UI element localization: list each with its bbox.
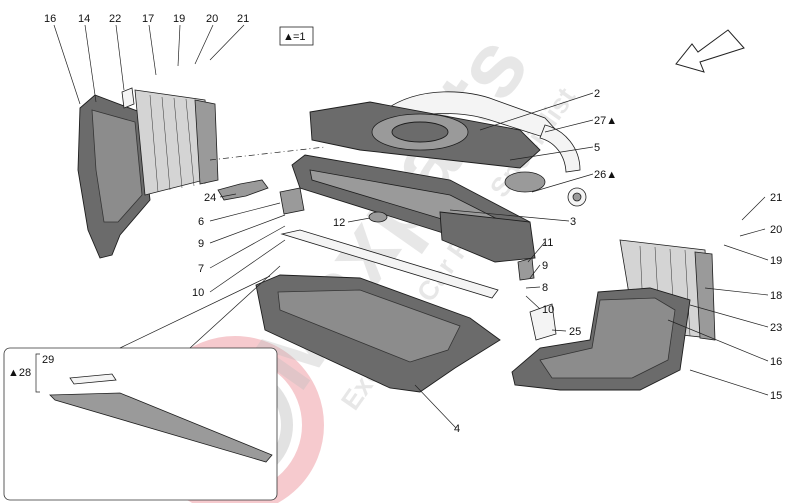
callout-5: 5 bbox=[594, 142, 600, 154]
callout-27: 27▲ bbox=[594, 115, 617, 127]
left-centerline bbox=[209, 146, 326, 161]
callout-10b: 10 bbox=[542, 304, 554, 316]
callout-18: 18 bbox=[770, 290, 782, 302]
legend-symbol: ▲ bbox=[283, 31, 294, 43]
callout-16b: 16 bbox=[770, 356, 782, 368]
left-bracket bbox=[121, 87, 135, 109]
detail-inset bbox=[3, 347, 278, 501]
lower-undertray-4 bbox=[255, 274, 501, 393]
mount-bracket-6 bbox=[279, 187, 305, 215]
callout-24: 24 bbox=[204, 192, 216, 204]
callout-14: 14 bbox=[78, 13, 90, 25]
callout-21: 21 bbox=[237, 13, 249, 25]
mount-11 bbox=[517, 257, 535, 281]
callout-21b: 21 bbox=[770, 192, 782, 204]
callout-2: 2 bbox=[594, 88, 600, 100]
callout-8: 8 bbox=[542, 282, 548, 294]
callout-28: ▲28 bbox=[8, 367, 31, 379]
right-air-duct-15 bbox=[511, 287, 691, 391]
callout-10: 10 bbox=[192, 287, 204, 299]
callout-4: 4 bbox=[454, 423, 460, 435]
callout-29: 29 bbox=[42, 354, 54, 366]
callout-25: 25 bbox=[569, 326, 581, 338]
callout-9: 9 bbox=[198, 238, 204, 250]
leader-lines bbox=[53, 24, 769, 429]
bushing-12 bbox=[368, 211, 388, 223]
bracket-25 bbox=[529, 303, 557, 341]
direction-arrow bbox=[675, 29, 745, 73]
callout-19: 19 bbox=[173, 13, 185, 25]
callout-6: 6 bbox=[198, 216, 204, 228]
callout-19b: 19 bbox=[770, 255, 782, 267]
callout-15: 15 bbox=[770, 390, 782, 402]
callout-7: 7 bbox=[198, 263, 204, 275]
callout-23: 23 bbox=[770, 322, 782, 334]
main-radiator bbox=[291, 154, 536, 263]
left-air-duct bbox=[77, 94, 151, 259]
legend-text: =1 bbox=[293, 31, 306, 43]
callout-12: 12 bbox=[333, 217, 345, 229]
callout-16: 16 bbox=[44, 13, 56, 25]
callout-20b: 20 bbox=[770, 224, 782, 236]
left-radiator bbox=[134, 89, 219, 196]
upper-hose-assembly bbox=[384, 91, 581, 193]
callout-17: 17 bbox=[142, 13, 154, 25]
callout-20: 20 bbox=[206, 13, 218, 25]
fan-shroud bbox=[309, 101, 541, 169]
callout-11: 11 bbox=[542, 237, 553, 249]
clip-26 bbox=[567, 187, 587, 207]
callout-labels: 16 14 22 17 19 20 21 2 27▲ 5 26▲ 3 24 6 … bbox=[8, 13, 782, 435]
callout-3: 3 bbox=[570, 216, 576, 228]
callout-9b: 9 bbox=[542, 260, 548, 272]
left-coolant-pipe bbox=[217, 179, 269, 201]
callout-26: 26▲ bbox=[594, 169, 617, 181]
callout-22: 22 bbox=[109, 13, 121, 25]
legend-box: ▲ =1 bbox=[279, 26, 314, 46]
seal-strip-7 bbox=[280, 229, 499, 299]
